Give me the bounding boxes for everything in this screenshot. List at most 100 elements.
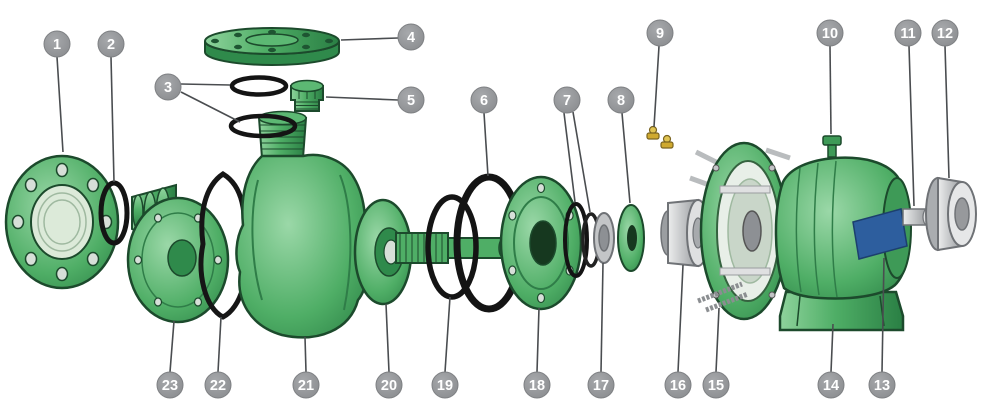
- callout-2: 2: [97, 30, 125, 183]
- callout-5: 5: [325, 86, 425, 114]
- part-motor-body: [774, 156, 912, 300]
- callout-14: 14: [817, 323, 845, 399]
- callout-leader-line: [830, 323, 834, 373]
- callout-number: 16: [670, 378, 686, 394]
- callout-17: 17: [587, 262, 615, 399]
- callout-leader-line: [600, 262, 604, 373]
- callout-number: 13: [874, 378, 890, 394]
- callout-number: 10: [822, 26, 838, 42]
- callout-circle: [375, 371, 403, 399]
- callout-circle: [702, 371, 730, 399]
- cover-bolt-holes: [133, 213, 223, 307]
- part-plug-5: [290, 79, 324, 112]
- callout-circle: [646, 19, 674, 47]
- callout-circle: [397, 86, 425, 114]
- callout-12: 12: [931, 19, 959, 179]
- callout-circle: [397, 23, 425, 51]
- callout-11: 11: [894, 19, 922, 207]
- callout-number: 15: [708, 378, 724, 394]
- callout-circle: [894, 19, 922, 47]
- callout-10: 10: [816, 19, 844, 135]
- callout-number: 5: [407, 93, 415, 109]
- part-end-coupling-12: [925, 176, 977, 252]
- callout-leader-line: [881, 257, 885, 373]
- callout-18: 18: [523, 307, 551, 399]
- callout-leader-line: [536, 307, 540, 373]
- callout-15: 15: [702, 307, 730, 399]
- callout-leader-line: [483, 112, 489, 177]
- callout-23: 23: [156, 320, 184, 399]
- callout-number: 14: [823, 378, 839, 394]
- part-washer-8: [617, 204, 645, 272]
- callout-leader-line: [110, 56, 115, 183]
- callout-number: 23: [162, 378, 178, 394]
- callout-leader-line: [56, 56, 64, 153]
- callout-leader-line: [563, 112, 576, 203]
- callout-circle: [431, 371, 459, 399]
- flange-bolt-holes: [11, 162, 113, 282]
- callout-leader-line: [444, 296, 451, 373]
- callout-leader-line: [677, 264, 684, 373]
- callout-circle: [931, 19, 959, 47]
- callout-number: 2: [107, 37, 115, 53]
- callout-circle: [154, 73, 182, 101]
- part-top-flange: [204, 27, 340, 66]
- callout-leader-line: [385, 303, 390, 373]
- callout-leader-line: [180, 83, 231, 86]
- callout-leader-line: [621, 112, 631, 204]
- callout-number: 3: [164, 80, 172, 96]
- callout-1: 1: [43, 30, 71, 153]
- callout-leader-line: [340, 37, 399, 41]
- callout-circle: [587, 371, 615, 399]
- callout-leader-line: [169, 320, 175, 373]
- callout-22: 22: [204, 316, 232, 399]
- callout-number: 9: [656, 26, 664, 42]
- callout-leader-line: [653, 45, 660, 128]
- callout-circle: [470, 86, 498, 114]
- callout-3: 3: [154, 73, 241, 123]
- callout-number: 7: [563, 93, 571, 109]
- part-cover-plate: [126, 196, 230, 324]
- callout-leader-line: [715, 307, 720, 373]
- part-mechanical-seal: [593, 212, 615, 264]
- callout-number: 8: [617, 93, 625, 109]
- callout-circle: [204, 371, 232, 399]
- callout-circle: [868, 371, 896, 399]
- callout-number: 1: [53, 37, 61, 53]
- callout-16: 16: [664, 264, 692, 399]
- callout-number: 12: [937, 26, 953, 42]
- callout-circle: [816, 19, 844, 47]
- part-seal-plate: [499, 175, 583, 311]
- callout-13: 13: [868, 257, 896, 399]
- callout-number: 11: [900, 26, 915, 42]
- part-nameplate-13: [852, 208, 908, 260]
- callout-20: 20: [375, 303, 403, 399]
- callout-circle: [292, 371, 320, 399]
- callout-number: 18: [529, 378, 545, 394]
- callout-number: 21: [298, 378, 314, 394]
- callout-21: 21: [292, 336, 320, 399]
- callout-leader-line: [325, 96, 399, 101]
- callout-19: 19: [431, 296, 459, 399]
- part-oring-2: [98, 180, 130, 246]
- callout-leader-line: [572, 111, 591, 213]
- callout-circle: [553, 86, 581, 114]
- callout-6: 6: [470, 86, 498, 177]
- callout-circle: [523, 371, 551, 399]
- part-pump-housing: [235, 110, 368, 339]
- callout-circle: [43, 30, 71, 58]
- part-orings-3: [228, 75, 298, 139]
- callout-leader-line: [944, 45, 950, 179]
- callout-leader-line: [829, 45, 832, 135]
- callout-number: 6: [480, 93, 488, 109]
- callout-leader-line: [180, 91, 241, 123]
- part-motor-base: [778, 290, 905, 332]
- callout-9: 9: [646, 19, 674, 128]
- callout-circle: [817, 371, 845, 399]
- part-vent-plug-10: [822, 135, 842, 158]
- part-studs-15: [697, 281, 749, 313]
- callout-number: 20: [381, 378, 397, 394]
